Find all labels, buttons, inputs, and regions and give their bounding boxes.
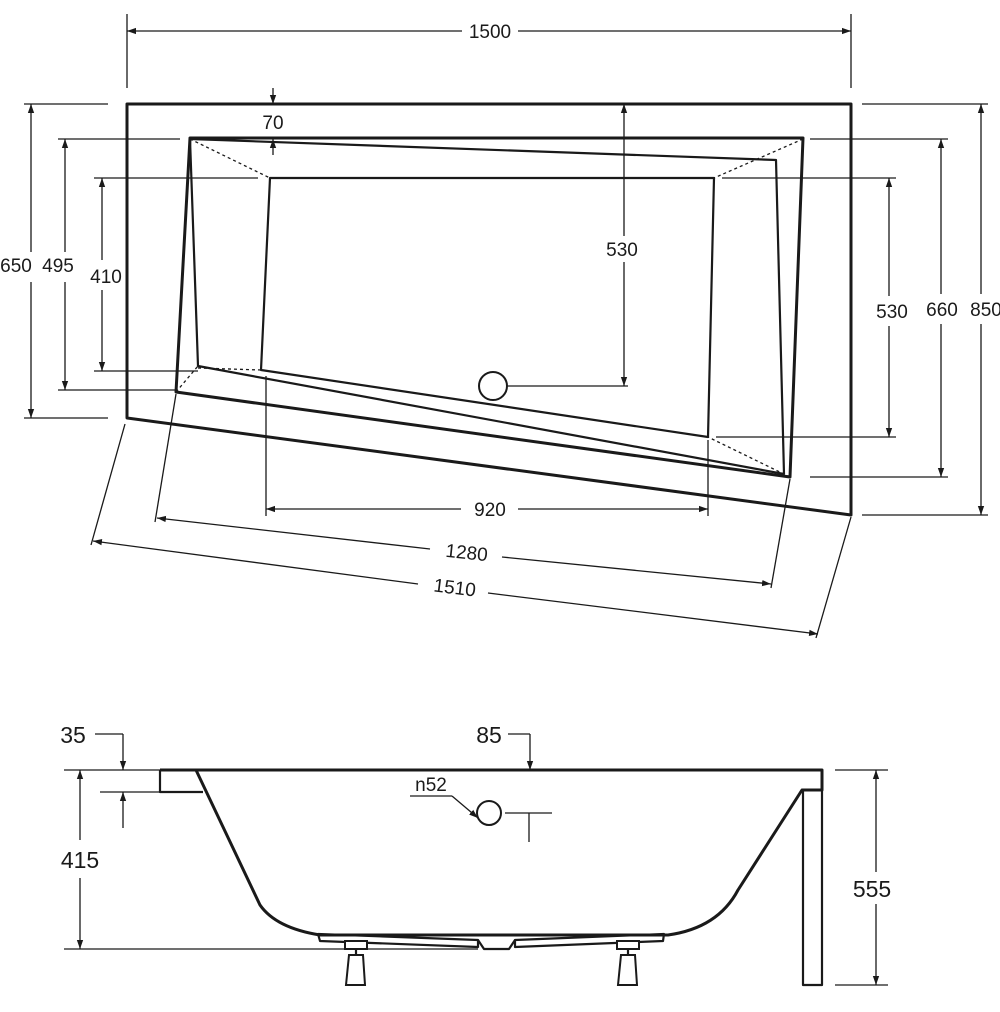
base-plate-right xyxy=(513,932,666,949)
corner-dashes xyxy=(175,138,804,478)
dim-1510: 1510 xyxy=(90,423,852,639)
side-view: 35 85 n52 415 555 xyxy=(60,722,891,987)
dim-70-label: 70 xyxy=(262,113,283,134)
dim-650-label: 650 xyxy=(0,256,32,277)
dim-495: 495 xyxy=(42,138,180,391)
dim-1280: 1280 xyxy=(154,393,791,589)
dim-530-right-label: 530 xyxy=(876,302,908,323)
dim-1500-label: 1500 xyxy=(469,22,511,43)
dim-410: 410 xyxy=(90,177,258,372)
dim-1500: 1500 xyxy=(126,14,852,88)
dim-920: 920 xyxy=(265,376,709,521)
foot-right xyxy=(616,940,640,986)
side-drain-circle xyxy=(476,800,502,826)
base-notch xyxy=(477,939,516,951)
dim-n52-label: n52 xyxy=(415,775,447,796)
dim-70: 70 xyxy=(262,88,284,155)
dim-660-label: 660 xyxy=(926,300,958,321)
tub-body-outline xyxy=(160,768,824,937)
foot-left xyxy=(344,940,368,986)
dim-850-label: 850 xyxy=(970,300,1000,321)
dim-415: 415 xyxy=(61,769,478,950)
basin-outline xyxy=(188,137,786,476)
dim-650: 650 xyxy=(0,103,108,419)
base-plate-left xyxy=(316,932,480,949)
dim-85: 85 xyxy=(476,722,534,770)
dim-555-label: 555 xyxy=(853,876,891,902)
dim-85-label: 85 xyxy=(476,722,502,748)
dim-660: 660 xyxy=(810,138,958,478)
dim-495-label: 495 xyxy=(42,256,74,277)
outer-outline xyxy=(125,102,853,517)
dim-530-right: 530 xyxy=(716,177,908,438)
dim-1280-label: 1280 xyxy=(444,541,488,566)
side-panel xyxy=(801,790,824,987)
dim-1510-label: 1510 xyxy=(432,576,477,602)
dim-555: 555 xyxy=(835,769,891,986)
dim-35-label: 35 xyxy=(60,722,86,748)
dim-35: 35 xyxy=(60,722,160,828)
dim-410-label: 410 xyxy=(90,267,122,288)
dim-530-inner: 530 xyxy=(507,104,638,387)
dim-n52: n52 xyxy=(410,775,479,819)
dim-415-label: 415 xyxy=(61,847,99,873)
drain-circle xyxy=(478,371,508,401)
top-view: 1500 70 530 650 495 xyxy=(0,14,1000,639)
dim-920-label: 920 xyxy=(474,500,506,521)
dim-850: 850 xyxy=(862,103,1000,516)
dim-530-inner-label: 530 xyxy=(606,240,638,261)
